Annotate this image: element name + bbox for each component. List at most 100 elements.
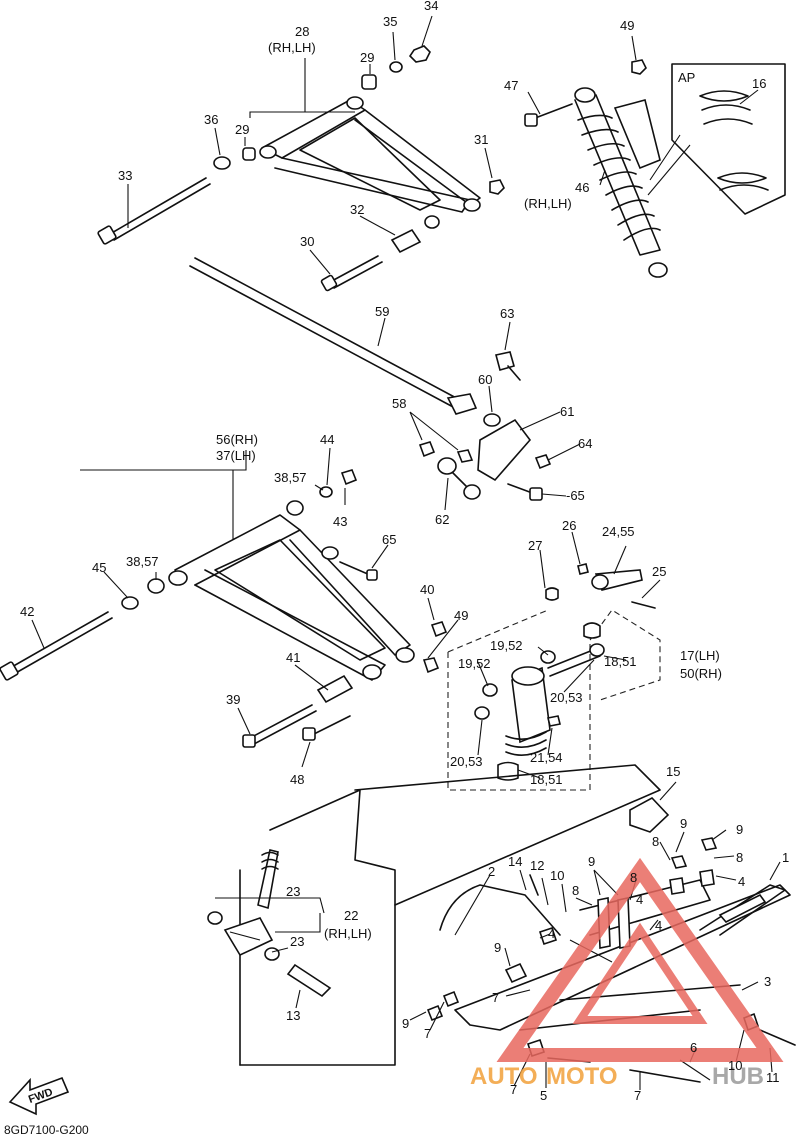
callout-32: 32: [350, 202, 364, 217]
callout-13: 13: [286, 1008, 300, 1023]
callout-7c: 7: [510, 1082, 517, 1097]
watermark-hub: HUB: [712, 1063, 764, 1090]
callout-10b: 10: [728, 1058, 742, 1073]
callout-18b: 18,51: [530, 772, 563, 787]
callout-22-sub: (RH,LH): [324, 926, 372, 941]
callout-49a: 49: [620, 18, 634, 33]
callout-48: 48: [290, 772, 304, 787]
callout-9d: 9: [494, 940, 501, 955]
callout-3: 3: [764, 974, 771, 989]
callout-labels: 28 (RH,LH) 35 34 29 29 36 33 30 32 31 49…: [20, 0, 789, 1103]
callout-4c: 4: [655, 918, 662, 933]
callout-2: 2: [488, 864, 495, 879]
callout-61: 61: [560, 404, 574, 419]
callout-8d: 8: [736, 850, 743, 865]
callout-9b: 9: [680, 816, 687, 831]
callout-46: 46: [575, 180, 589, 195]
callout-8b: 8: [630, 870, 637, 885]
callout-36: 36: [204, 112, 218, 127]
callout-23b: 23: [290, 934, 304, 949]
callout-59: 59: [375, 304, 389, 319]
automotohub-watermark-logo: AUTO MOTO HUB: [470, 857, 784, 1090]
callout-23a: 23: [286, 884, 300, 899]
callout-33: 33: [118, 168, 132, 183]
callout-29a: 29: [360, 50, 374, 65]
callout-27: 27: [528, 538, 542, 553]
callout-46-sub: (RH,LH): [524, 196, 572, 211]
callout-11: 11: [766, 1070, 780, 1085]
callout-31: 31: [474, 132, 488, 147]
callout-45: 45: [92, 560, 106, 575]
callout-8c: 8: [652, 834, 659, 849]
callout-40: 40: [420, 582, 434, 597]
callout-64: 64: [578, 436, 592, 451]
callout-7d: 7: [634, 1088, 641, 1103]
callout-49b: 49: [454, 608, 468, 623]
spindle-group-part: [447, 563, 661, 791]
callout-30: 30: [300, 234, 314, 249]
callout-10a: 10: [550, 868, 564, 883]
callout-42: 42: [20, 604, 34, 619]
callout-62: 62: [435, 512, 449, 527]
callout-38a: 38,57: [274, 470, 307, 485]
ski-part: [426, 797, 796, 1083]
callout-7a: 7: [492, 990, 499, 1005]
shock-absorber-part: [524, 59, 668, 278]
callout-16: 16: [752, 76, 766, 91]
callout-34: 34: [424, 0, 438, 13]
callout-9e: 9: [402, 1016, 409, 1031]
upper-a-arm-part: [97, 45, 505, 292]
drawing-code: 8GD7100-G200: [4, 1123, 89, 1137]
callout-26: 26: [562, 518, 576, 533]
callout-6: 6: [690, 1040, 697, 1055]
callout-4a: 4: [738, 874, 745, 889]
callout-63: 63: [500, 306, 514, 321]
callout-41: 41: [286, 650, 300, 665]
watermark-auto: AUTO: [470, 1063, 538, 1090]
callout-65b: -65: [566, 488, 585, 503]
callout-47: 47: [504, 78, 518, 93]
callout-65a: 65: [382, 532, 396, 547]
callout-1: 1: [782, 850, 789, 865]
callout-21: 21,54: [530, 750, 563, 765]
lower-a-arm-part: [0, 469, 448, 748]
callout-19b: 19,52: [458, 656, 491, 671]
callout-43: 43: [333, 514, 347, 529]
callout-19a: 19,52: [490, 638, 523, 653]
callout-14: 14: [508, 854, 522, 869]
callout-8a: 8: [572, 883, 579, 898]
callout-20b: 20,53: [450, 754, 483, 769]
ap-label: AP: [678, 70, 695, 85]
watermark-moto: MOTO: [546, 1063, 618, 1090]
callout-17: 17(LH): [680, 648, 720, 663]
callout-37: 37(LH): [216, 448, 256, 463]
callout-5: 5: [540, 1088, 547, 1103]
callout-35: 35: [383, 14, 397, 29]
callout-28-sub: (RH,LH): [268, 40, 316, 55]
callout-24: 24,55: [602, 524, 635, 539]
callout-12: 12: [530, 858, 544, 873]
callout-56: 56(RH): [216, 432, 258, 447]
callout-20a: 20,53: [550, 690, 583, 705]
callout-58: 58: [392, 396, 406, 411]
callout-9c: 9: [736, 822, 743, 837]
callout-7b: 7: [424, 1026, 431, 1041]
stabilizer-shaft-part: [189, 257, 478, 415]
callout-44: 44: [320, 432, 334, 447]
callout-39: 39: [226, 692, 240, 707]
callout-28: 28: [295, 24, 309, 39]
fwd-arrow-icon: FWD: [8, 1076, 70, 1116]
callout-4b: 4: [636, 892, 643, 907]
stabilizer-link-part: [418, 351, 552, 501]
callout-29b: 29: [235, 122, 249, 137]
callout-18a: 18,51: [604, 654, 637, 669]
callout-9a: 9: [588, 854, 595, 869]
callout-4d: 4: [548, 926, 555, 941]
callout-15: 15: [666, 764, 680, 779]
callout-22: 22: [344, 908, 358, 923]
spindle-part: [207, 764, 661, 1066]
leader-lines: [31, 15, 781, 1090]
callout-38b: 38,57: [126, 554, 159, 569]
callout-60: 60: [478, 372, 492, 387]
